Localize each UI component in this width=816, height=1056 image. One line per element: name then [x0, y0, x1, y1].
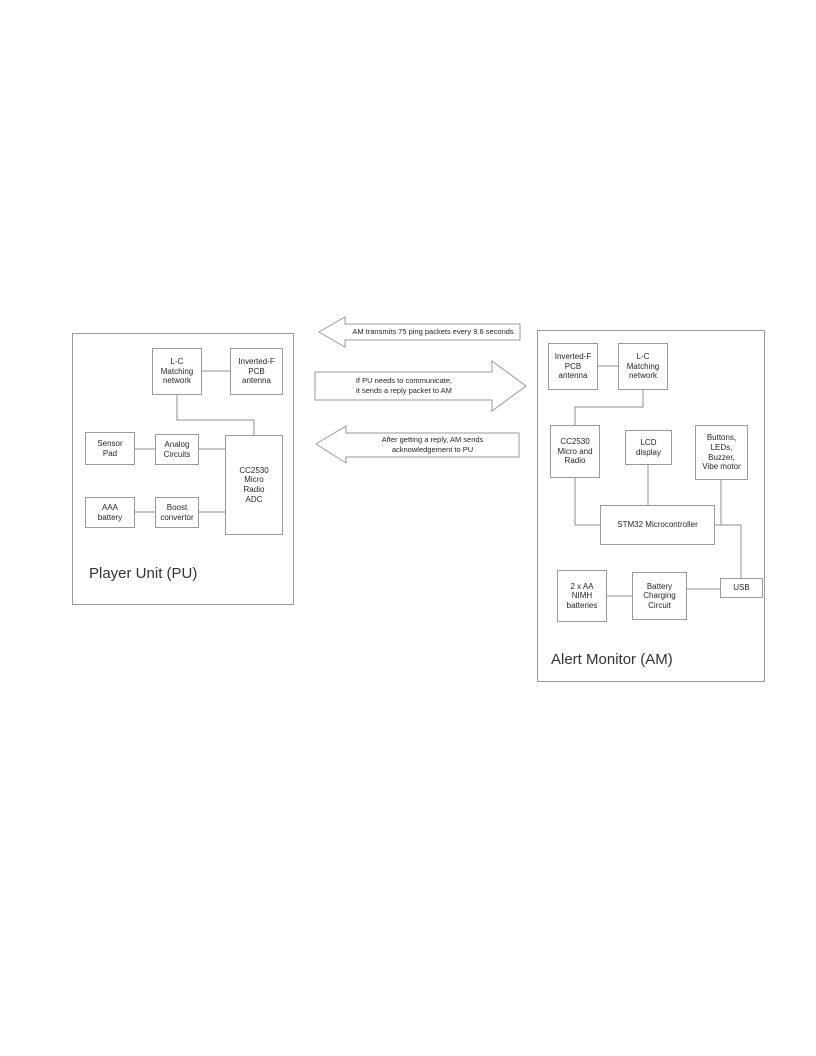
arrow-ping-label: AM transmits 75 ping packets every 9.6 s…	[352, 327, 514, 337]
am-lc-to-cc2530-line	[574, 390, 644, 425]
arrow-ack-left	[315, 425, 520, 464]
pu-cc2530-block: CC2530 Micro Radio ADC	[225, 435, 283, 535]
message-arrows	[314, 316, 527, 464]
pu-inverted-f-antenna-block: Inverted-F PCB antenna	[230, 348, 283, 395]
am-lcd-display-block: LCD display	[625, 430, 672, 465]
am-charging-circuit-block: Battery Charging Circuit	[632, 572, 687, 620]
am-batteries-block: 2 x AA NIMH batteries	[557, 570, 607, 622]
am-peripherals-block: Buttons, LEDs, Buzzer, Vibe motor	[695, 425, 748, 480]
player-unit-title: Player Unit (PU)	[89, 565, 198, 582]
am-cc2530-block: CC2530 Micro and Radio	[550, 425, 600, 478]
arrow-ack-label: After getting a reply, AM sends acknowle…	[381, 435, 484, 454]
am-cc2530-to-stm32-line	[574, 478, 600, 526]
arrow-ping-left	[317, 316, 521, 348]
am-inverted-f-antenna-block: Inverted-F PCB antenna	[548, 343, 598, 390]
pu-aaa-battery-block: AAA battery	[85, 497, 135, 528]
am-usb-block: USB	[720, 578, 763, 598]
arrow-reply-label: If PU needs to communicate, it sends a r…	[355, 376, 453, 395]
am-stm32-to-usb-line	[715, 524, 742, 578]
pu-sensor-pad-block: Sensor Pad	[85, 432, 135, 465]
pu-analog-circuits-block: Analog Circuits	[155, 434, 199, 465]
pu-boost-convertor-block: Boost convertor	[155, 497, 199, 528]
am-stm32-block: STM32 Microcontroller	[600, 505, 715, 545]
am-lc-matching-network-block: L-C Matching network	[618, 343, 668, 390]
arrow-reply-right	[314, 360, 527, 412]
pu-lc-to-cc2530-line	[176, 395, 255, 435]
alert-monitor-title: Alert Monitor (AM)	[551, 651, 673, 668]
pu-lc-matching-network-block: L-C Matching network	[152, 348, 202, 395]
connector-lines	[135, 365, 742, 597]
